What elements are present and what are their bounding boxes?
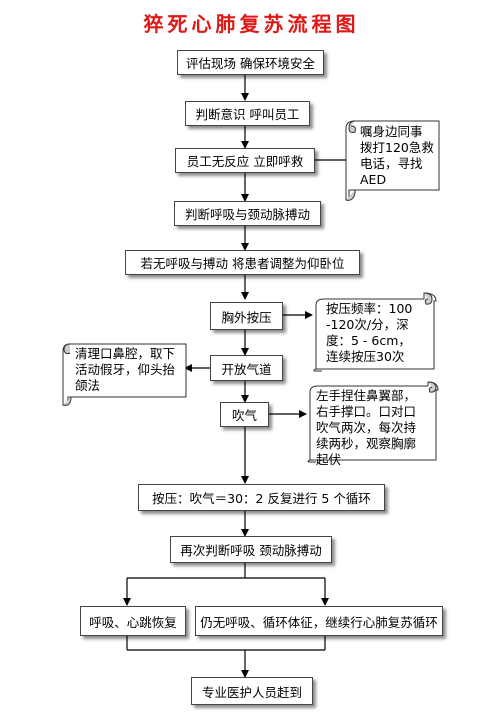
step-judge-conscious: 判断意识 呼叫员工 <box>185 101 310 126</box>
scroll-shape <box>307 381 439 463</box>
scroll-shape <box>345 120 440 201</box>
step-airway: 开放气道 <box>210 355 283 381</box>
page-title: 猝死心肺复苏流程图 <box>143 12 360 36</box>
step-breathe: 吹气 <box>220 402 269 427</box>
step-rejudge: 再次判断呼吸 颈动脉搏动 <box>170 536 332 563</box>
step-no-response: 员工无反应 立即呼救 <box>175 148 315 173</box>
note-call-scroll: 嘱身边同事 拨打120急救 电话，寻找 AED <box>343 118 443 202</box>
note-call-text: 嘱身边同事 拨打120急救 电话，寻找 AED <box>360 124 434 187</box>
step-arrive: 专业医护人员赶到 <box>191 677 313 705</box>
note-airway-scroll: 清理口鼻腔，取下 活动假牙，仰头抬 颌法 <box>60 341 190 407</box>
scroll-shape <box>313 292 437 372</box>
step-compress: 胸外按压 <box>210 302 283 330</box>
step-judge-breath: 判断呼吸与颈动脉搏动 <box>174 201 321 226</box>
note-breathe-scroll: 左手捏住鼻翼部， 右手撑口。口对口 吹气两次，每次持 续两秒，观察胸廓 起伏 <box>306 380 441 467</box>
note-compress-scroll: 按压频率：100 -120次/分，深 度：5 - 6cm， 连续按压30次 <box>312 291 438 373</box>
step-position: 若无呼吸与搏动 将患者调整为仰卧位 <box>125 250 360 275</box>
note-compress-text: 按压频率：100 -120次/分，深 度：5 - 6cm， 连续按压30次 <box>326 301 413 364</box>
scroll-shape <box>62 343 187 406</box>
step-not-recovered: 仍无呼吸、循环体征，继续行心肺复苏循环 <box>195 606 443 636</box>
note-airway-text: 清理口鼻腔，取下 活动假牙，仰头抬 颌法 <box>75 346 176 393</box>
note-breathe-text: 左手捏住鼻翼部， 右手撑口。口对口 吹气两次，每次持 续两秒，观察胸廓 起伏 <box>316 388 417 467</box>
step-assess: 评估现场 确保环境安全 <box>177 50 324 75</box>
step-recovered: 呼吸、心跳恢复 <box>80 606 186 636</box>
step-cycle: 按压：吹气＝30：2 反复进行 5 个循环 <box>138 484 385 511</box>
